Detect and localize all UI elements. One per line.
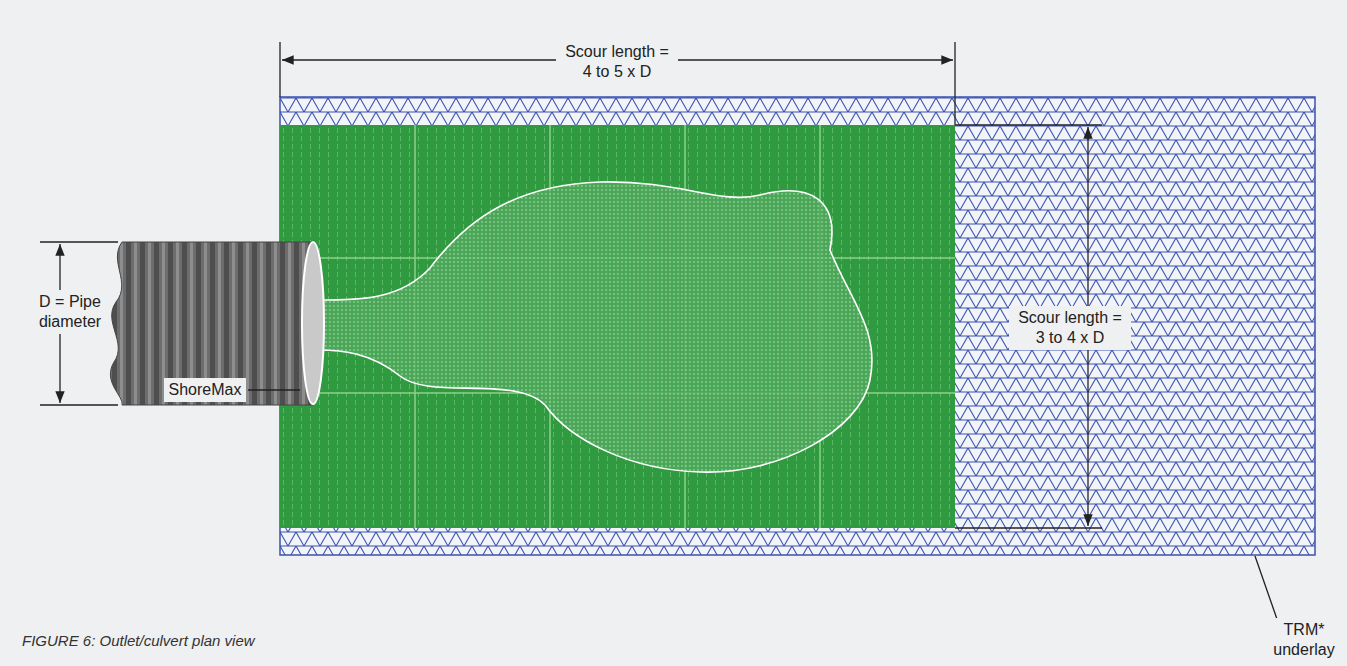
shoremax-mat <box>280 125 955 528</box>
pipe-opening <box>302 242 324 404</box>
culvert-pipe <box>110 242 313 405</box>
figure-caption: FIGURE 6: Outlet/culvert plan view <box>22 632 255 649</box>
dimension-label: Scour length = 3 to 4 x D <box>1009 306 1131 350</box>
scour-plume <box>318 182 872 472</box>
dimension-label: D = Pipe diameter <box>29 290 111 334</box>
mat-grid <box>280 125 955 528</box>
dimension-label: Scour length = 4 to 5 x D <box>556 40 678 84</box>
trm-underlay <box>280 97 1315 555</box>
part-label: ShoreMax <box>164 378 247 402</box>
leader-line <box>1255 556 1278 622</box>
leader-line <box>248 389 300 390</box>
part-label: TRM* underlay <box>1265 618 1343 662</box>
